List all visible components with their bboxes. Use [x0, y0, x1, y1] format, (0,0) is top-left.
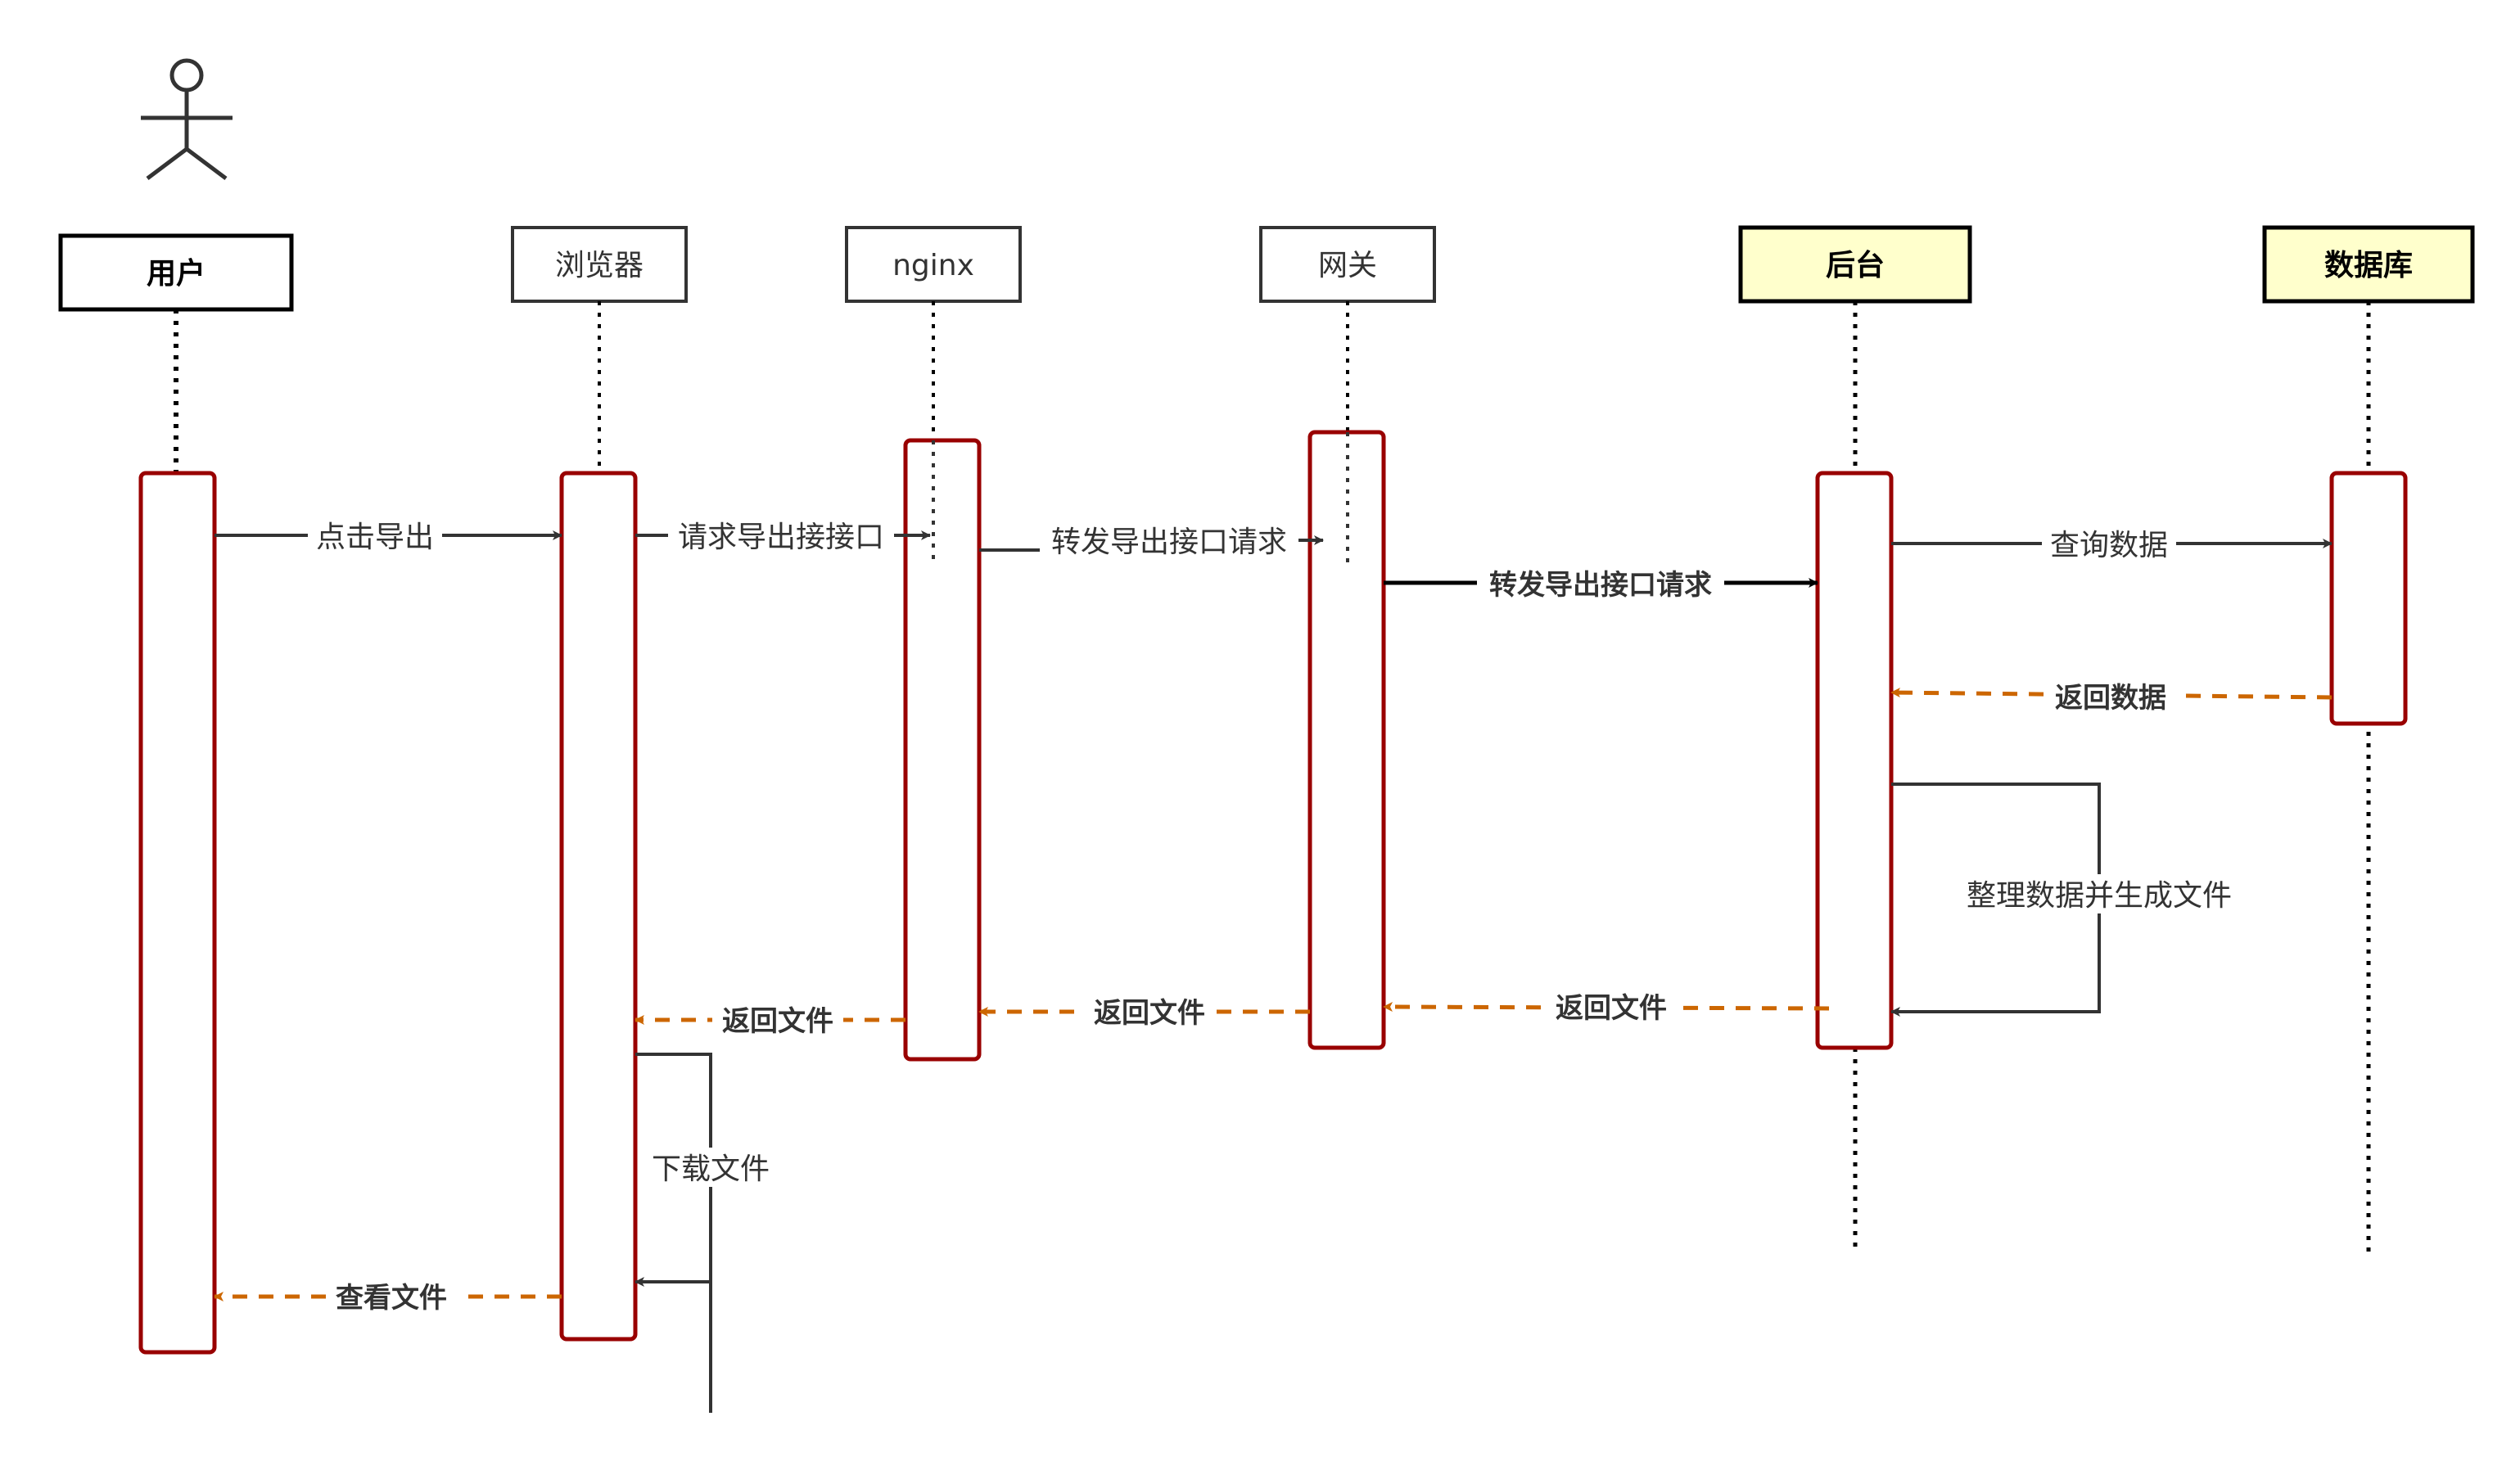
message-label: 下载文件 [652, 1153, 770, 1186]
message-label: 整理数据并生成文件 [1967, 879, 2232, 913]
participant-label: 浏览器 [555, 249, 644, 282]
activation-browser [559, 471, 638, 1342]
message-label: 查看文件 [336, 1282, 447, 1315]
activation-nginx [903, 438, 982, 1062]
message-label: 请求导出接接口 [678, 521, 884, 554]
message-view-file: 查看文件 [214, 1277, 562, 1316]
message-label: 返回文件 [722, 1005, 833, 1038]
participant-backend: 后台 [1738, 225, 1972, 304]
message-click-export: 点击导出 [215, 516, 562, 555]
participant-gateway: 网关 [1259, 226, 1436, 303]
message-process-data-self: 整理数据并生成文件 [1890, 783, 2247, 1017]
message-label: 转发导出接口请求 [1051, 526, 1287, 559]
activation-bars [138, 430, 2408, 1355]
activation-database [2329, 471, 2408, 726]
message-forward-to-gateway: 转发导出接口请求 [979, 521, 1324, 560]
participant-browser: 浏览器 [511, 226, 688, 303]
actor-stick-figure-icon [141, 58, 233, 180]
message-forward-to-backend: 转发导出接口请求 [1384, 563, 1818, 602]
message-label: 返回文件 [1094, 997, 1205, 1030]
participant-nginx: nginx [845, 226, 1022, 303]
message-label: 返回数据 [2055, 682, 2166, 715]
message-request-export: 请求导出接接口 [635, 516, 931, 555]
message-label: 点击导出 [316, 521, 434, 554]
participant-user: 用户 [58, 233, 294, 312]
participant-label: 用户 [147, 257, 205, 291]
participant-database: 数据库 [2262, 225, 2475, 304]
message-return-file-to-gateway: 返回文件 [1383, 987, 1830, 1026]
message-download-file-self: 下载文件 [635, 1053, 775, 1413]
participant-label: 数据库 [2324, 249, 2413, 282]
inner-lifelines [932, 432, 1349, 565]
participant-label: 后台 [1826, 249, 1885, 282]
message-return-data: 返回数据 [1890, 678, 2333, 717]
message-return-file-to-nginx: 返回文件 [978, 992, 1310, 1031]
participant-label: 网关 [1318, 249, 1377, 282]
message-label: 转发导出接口请求 [1489, 569, 1712, 602]
participant-label: nginx [892, 249, 974, 282]
message-return-file-to-browser: 返回文件 [635, 1000, 905, 1040]
activation-backend [1815, 471, 1894, 1050]
message-label: 返回文件 [1556, 992, 1667, 1025]
message-label: 查询数据 [2050, 529, 2168, 562]
activation-user [138, 471, 217, 1355]
message-query-data: 查询数据 [1891, 524, 2333, 563]
lifelines [174, 301, 2371, 1252]
